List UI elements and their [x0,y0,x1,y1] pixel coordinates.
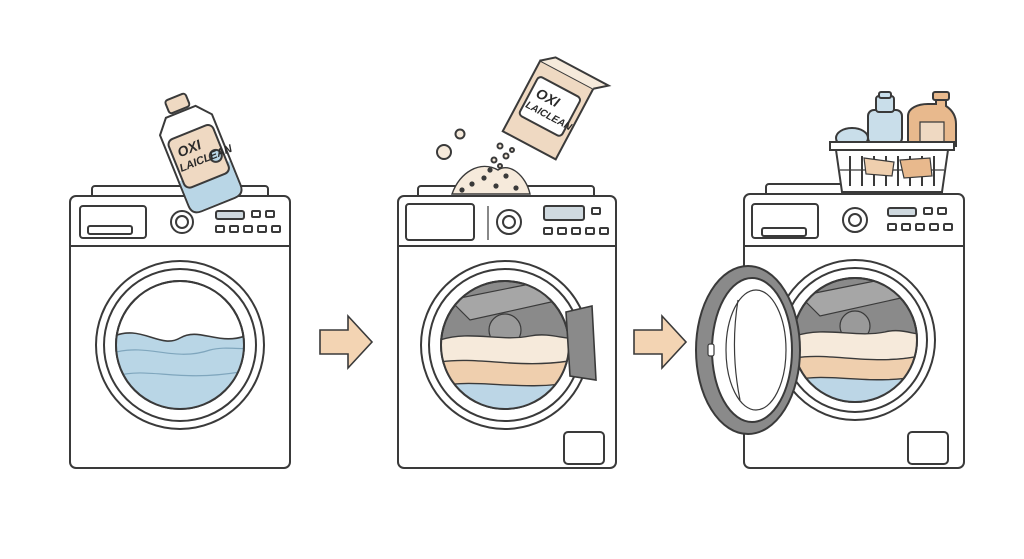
arrow-1-icon [319,313,374,371]
display-panel [543,205,585,221]
display-panel [887,207,917,217]
step-1-panel: OXI LAICLEAN [69,92,291,469]
step-2-panel: OXI LAICLEAN [397,56,617,469]
drum-with-laundry [441,281,569,409]
laundry-basket [829,91,957,193]
detergent-drawer [405,203,475,241]
service-hatch [907,431,949,465]
blue-detergent-bottle [867,109,903,145]
drum-with-laundry [794,278,917,402]
step-3-panel [695,91,965,469]
washing-machine-1 [69,185,291,469]
oxiclean-bottle-1: OXI LAICLEAN [158,92,243,214]
oxiclean-powder-box: OXI LAICLEAN [501,56,612,161]
arrow-2-icon [633,313,688,371]
service-hatch [563,431,605,465]
open-door [695,265,801,435]
powder-pile [450,165,531,195]
detergent-drawer [751,203,819,239]
washing-machine-2 [397,185,617,469]
falling-granules [436,128,515,169]
detergent-drawer [79,205,147,239]
control-dial [842,207,868,233]
washing-machine-3 [695,183,965,469]
control-dial [496,209,522,235]
display-panel [215,210,245,220]
control-dial [170,210,194,234]
